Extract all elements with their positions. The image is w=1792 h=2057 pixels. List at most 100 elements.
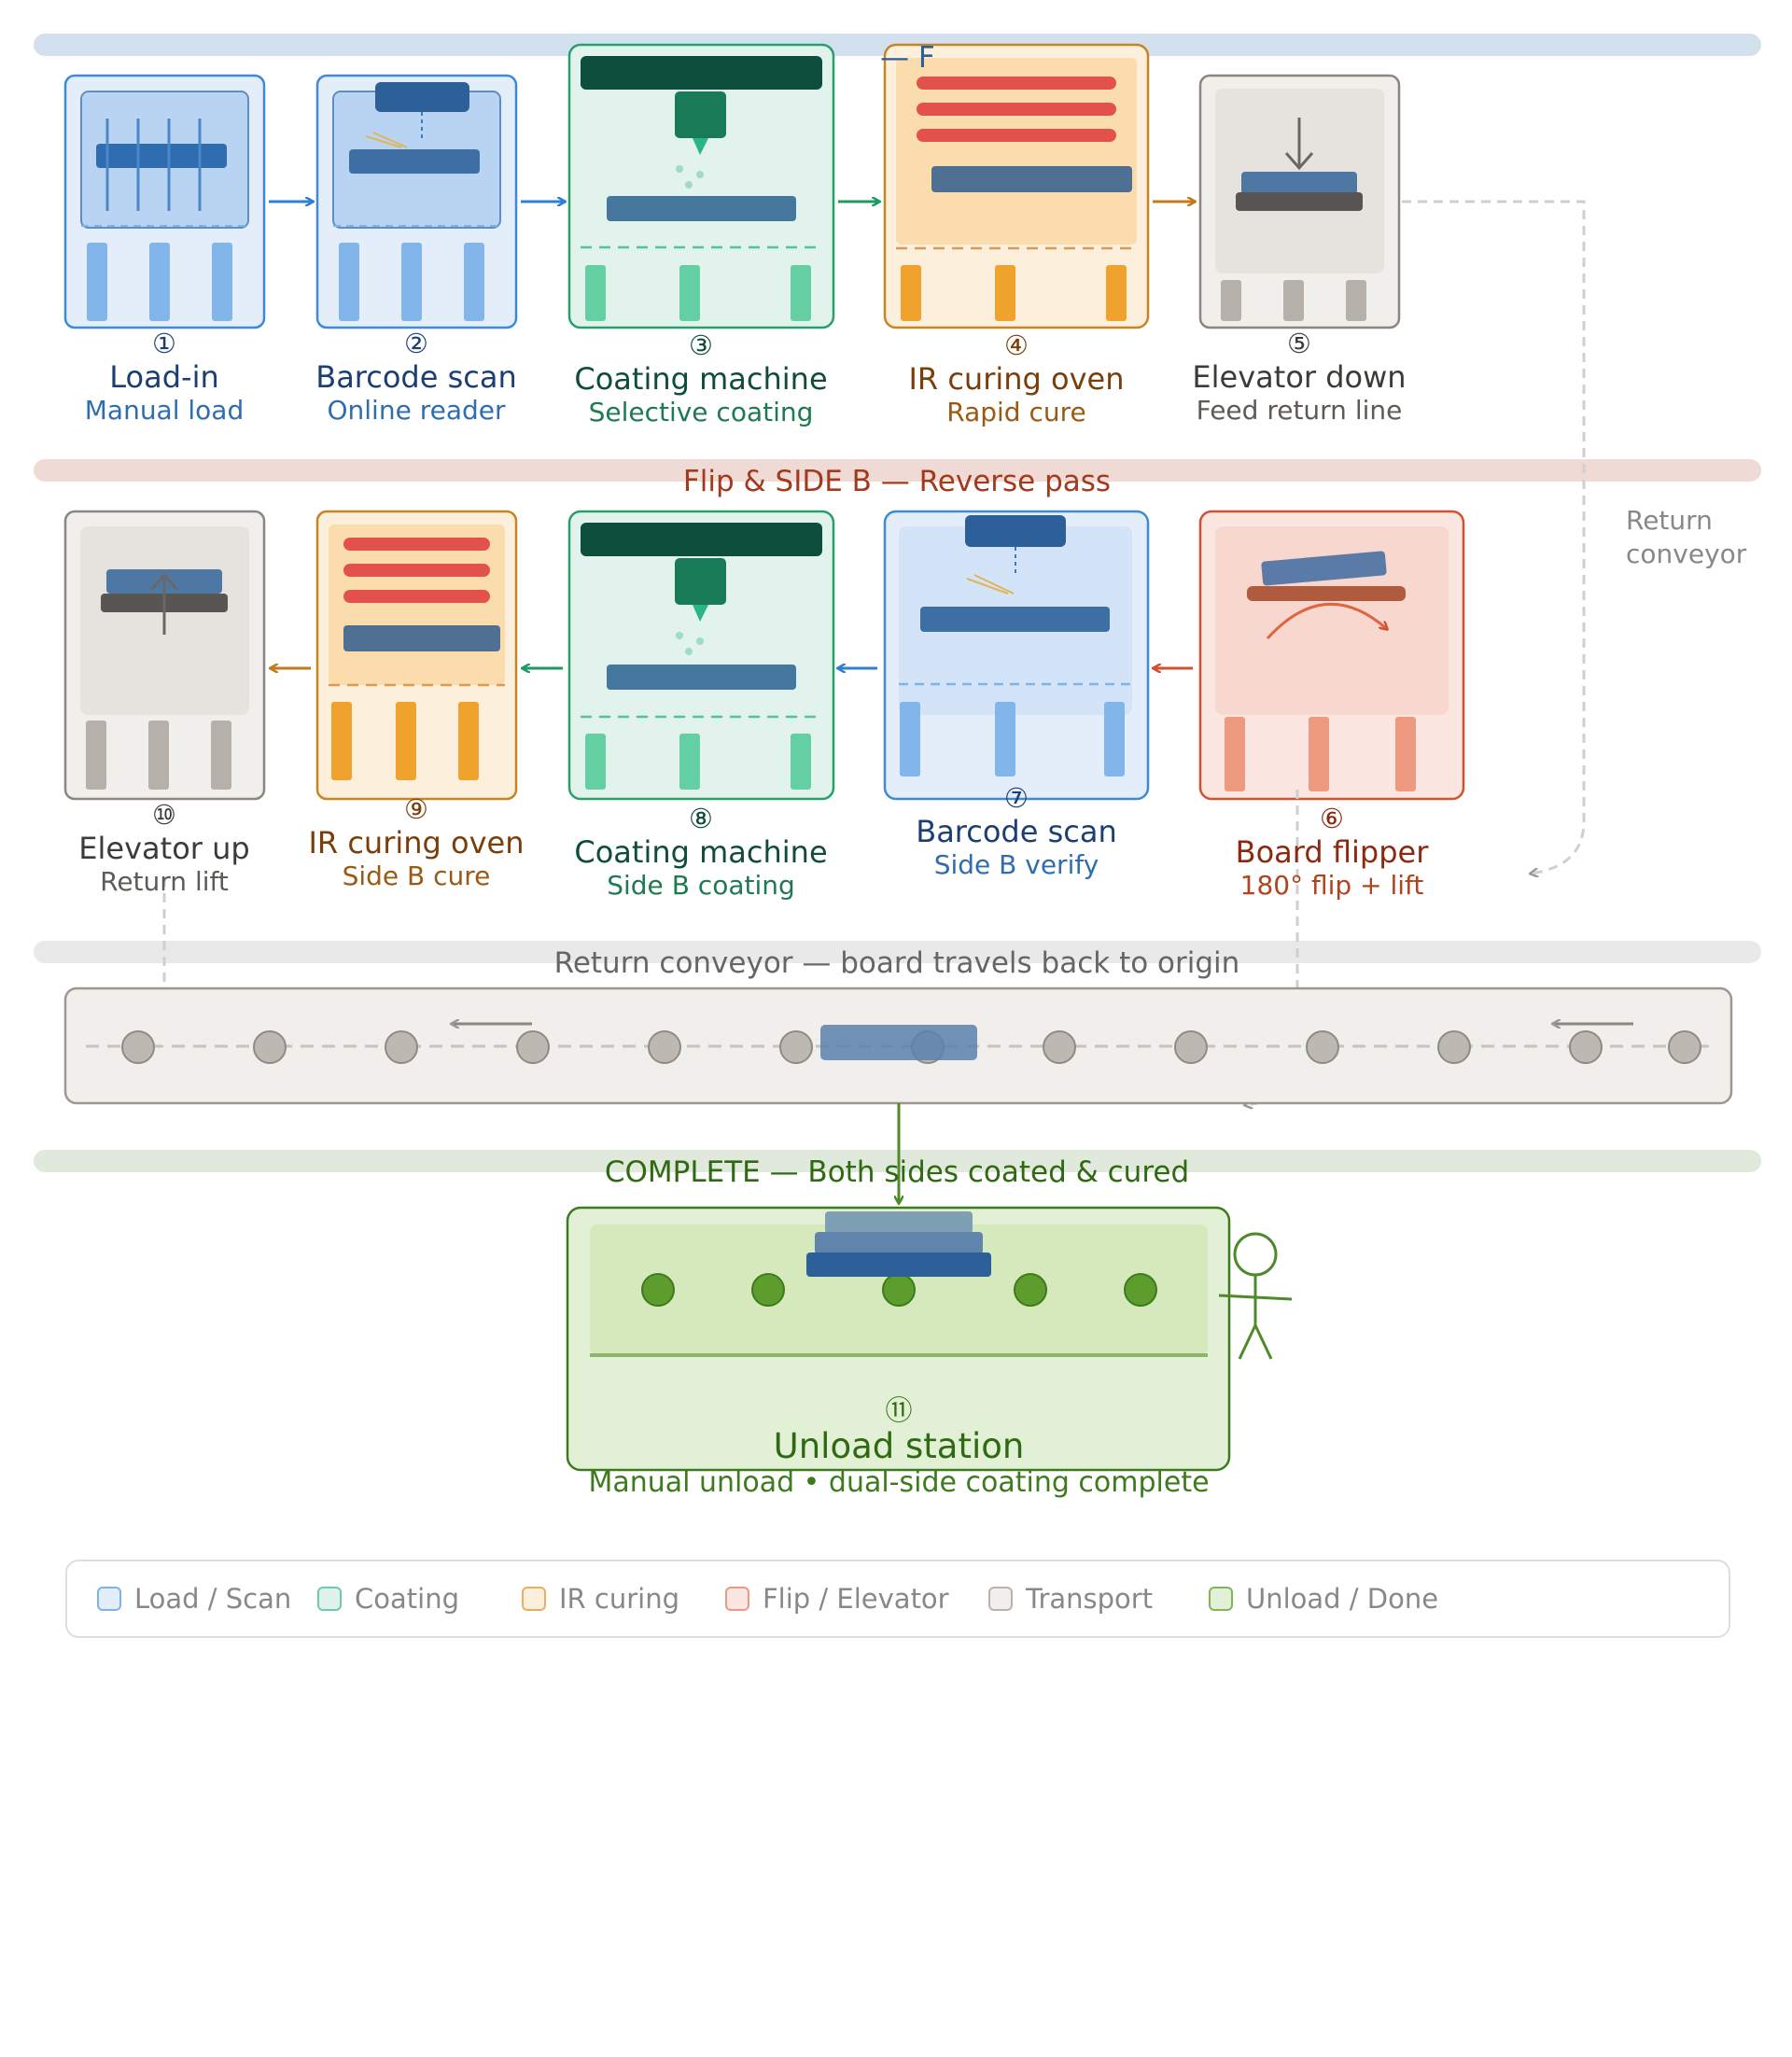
legend-swatch	[97, 1587, 121, 1611]
station-title: Unload station	[773, 1426, 1025, 1466]
legend-label: Load / Scan	[134, 1583, 292, 1615]
station-ir-oven-a	[883, 43, 1150, 329]
station-title: IR curing oven	[308, 825, 525, 861]
return-note-line2: conveyor	[1626, 539, 1747, 569]
station-title: Coating machine	[574, 834, 828, 870]
station-ir-oven-b	[315, 510, 518, 801]
station-barcode-scan-b	[883, 510, 1150, 801]
return-path-5-6	[1402, 200, 1586, 874]
legend-label: Unload / Done	[1246, 1583, 1439, 1615]
legend-swatch	[725, 1587, 749, 1611]
legend-item-unload-done: Unload / Done	[1209, 1582, 1438, 1616]
band-title-side-b: Flip & SIDE B — Reverse pass	[682, 465, 1112, 498]
station-number: ⑤	[1286, 328, 1311, 359]
band-title-side-a: — F	[880, 41, 935, 75]
station-subtitle: Side B cure	[342, 861, 491, 891]
conveyor-roller	[1437, 1030, 1471, 1064]
legend-item-coating: Coating	[317, 1582, 459, 1616]
band-title-return: Return conveyor — board travels back to …	[553, 946, 1240, 980]
station-board-flipper	[1198, 510, 1465, 801]
station-title: Elevator up	[78, 831, 250, 866]
operator-icon	[1218, 1232, 1293, 1360]
station-number: ③	[689, 329, 713, 361]
station-label-9: ⑨ IR curing oven Side B cure	[308, 793, 524, 892]
station-subtitle: Manual load	[84, 395, 245, 426]
station-number: ⑥	[1319, 803, 1344, 834]
conveyor-board	[820, 1025, 977, 1060]
station-subtitle: 180° flip + lift	[1239, 870, 1424, 901]
station-subtitle: Side B coating	[607, 870, 795, 901]
station-number: ⑦	[1003, 782, 1029, 814]
conveyor-roller	[516, 1030, 550, 1064]
station-title: Load-in	[109, 359, 219, 395]
station-subtitle: Online reader	[327, 395, 506, 426]
conveyor-roller	[1668, 1030, 1701, 1064]
return-conveyor	[63, 987, 1733, 1105]
band-return	[34, 941, 1761, 963]
station-coating-b	[567, 510, 835, 801]
station-label-7: ⑦ Barcode scan Side B verify	[916, 782, 1117, 881]
station-label-unload: ⑪ Unload station Manual unload • dual-si…	[588, 1394, 1209, 1499]
band-title-complete: COMPLETE — Both sides coated & cured	[604, 1155, 1190, 1189]
station-label-4: ④ IR curing oven Rapid cure	[908, 329, 1124, 428]
station-barcode-scan-a	[315, 74, 518, 329]
station-subtitle: Manual unload • dual-side coating comple…	[588, 1466, 1210, 1499]
station-title: Barcode scan	[916, 814, 1117, 849]
legend-label: Transport	[1026, 1583, 1154, 1615]
station-label-3: ③ Coating machine Selective coating	[574, 329, 827, 428]
station-label-1: ① Load-in Manual load	[85, 328, 245, 427]
conveyor-roller	[648, 1030, 681, 1064]
legend-label: Coating	[355, 1583, 459, 1615]
conveyor-roller	[1306, 1030, 1339, 1064]
conveyor-roller	[1043, 1030, 1076, 1064]
station-label-2: ② Barcode scan Online reader	[315, 328, 517, 427]
legend-swatch	[522, 1587, 546, 1611]
legend: Load / Scan Coating IR curing Flip / Ele…	[65, 1560, 1730, 1638]
station-subtitle: Side B verify	[933, 849, 1099, 880]
station-number: ④	[1003, 329, 1029, 361]
legend-swatch	[1209, 1587, 1233, 1611]
station-number: ⑧	[689, 803, 713, 834]
station-number: ①	[152, 328, 176, 359]
station-number: ②	[403, 328, 428, 359]
station-load-in	[63, 74, 266, 329]
station-title: Board flipper	[1235, 834, 1429, 870]
legend-swatch	[988, 1587, 1013, 1611]
station-title: Elevator down	[1192, 359, 1407, 395]
return-conveyor-note: Return conveyor	[1626, 504, 1746, 571]
conveyor-roller	[1569, 1030, 1603, 1064]
station-unload	[566, 1206, 1231, 1472]
station-elevator-up	[63, 510, 266, 801]
station-coating-a	[567, 43, 835, 329]
station-title: Coating machine	[574, 361, 828, 397]
conveyor-roller	[779, 1030, 813, 1064]
station-subtitle: Rapid cure	[946, 397, 1086, 427]
conveyor-roller	[121, 1030, 155, 1064]
station-label-8: ⑧ Coating machine Side B coating	[574, 803, 827, 902]
station-subtitle: Selective coating	[588, 397, 814, 427]
legend-label: IR curing	[559, 1583, 680, 1615]
legend-item-load-scan: Load / Scan	[97, 1582, 291, 1616]
legend-item-transport: Transport	[988, 1582, 1153, 1616]
return-note-line1: Return	[1626, 505, 1713, 536]
station-number: ⑩	[151, 799, 176, 831]
station-number: ⑪	[885, 1394, 913, 1426]
station-title: Barcode scan	[315, 359, 517, 395]
legend-swatch	[317, 1587, 342, 1611]
station-subtitle: Feed return line	[1196, 395, 1403, 426]
station-label-10: ⑩ Elevator up Return lift	[78, 799, 249, 898]
legend-item-flip-elevator: Flip / Elevator	[725, 1582, 949, 1616]
band-side-b	[34, 459, 1761, 482]
conveyor-roller	[253, 1030, 287, 1064]
station-label-5: ⑤ Elevator down Feed return line	[1192, 328, 1406, 427]
legend-item-ir-curing: IR curing	[522, 1582, 679, 1616]
station-subtitle: Return lift	[100, 866, 229, 897]
station-elevator-down	[1198, 74, 1401, 329]
station-number: ⑨	[403, 793, 428, 825]
station-label-6: ⑥ Board flipper 180° flip + lift	[1236, 803, 1429, 902]
conveyor-roller	[1174, 1030, 1208, 1064]
legend-label: Flip / Elevator	[763, 1583, 949, 1615]
station-title: IR curing oven	[908, 361, 1125, 397]
